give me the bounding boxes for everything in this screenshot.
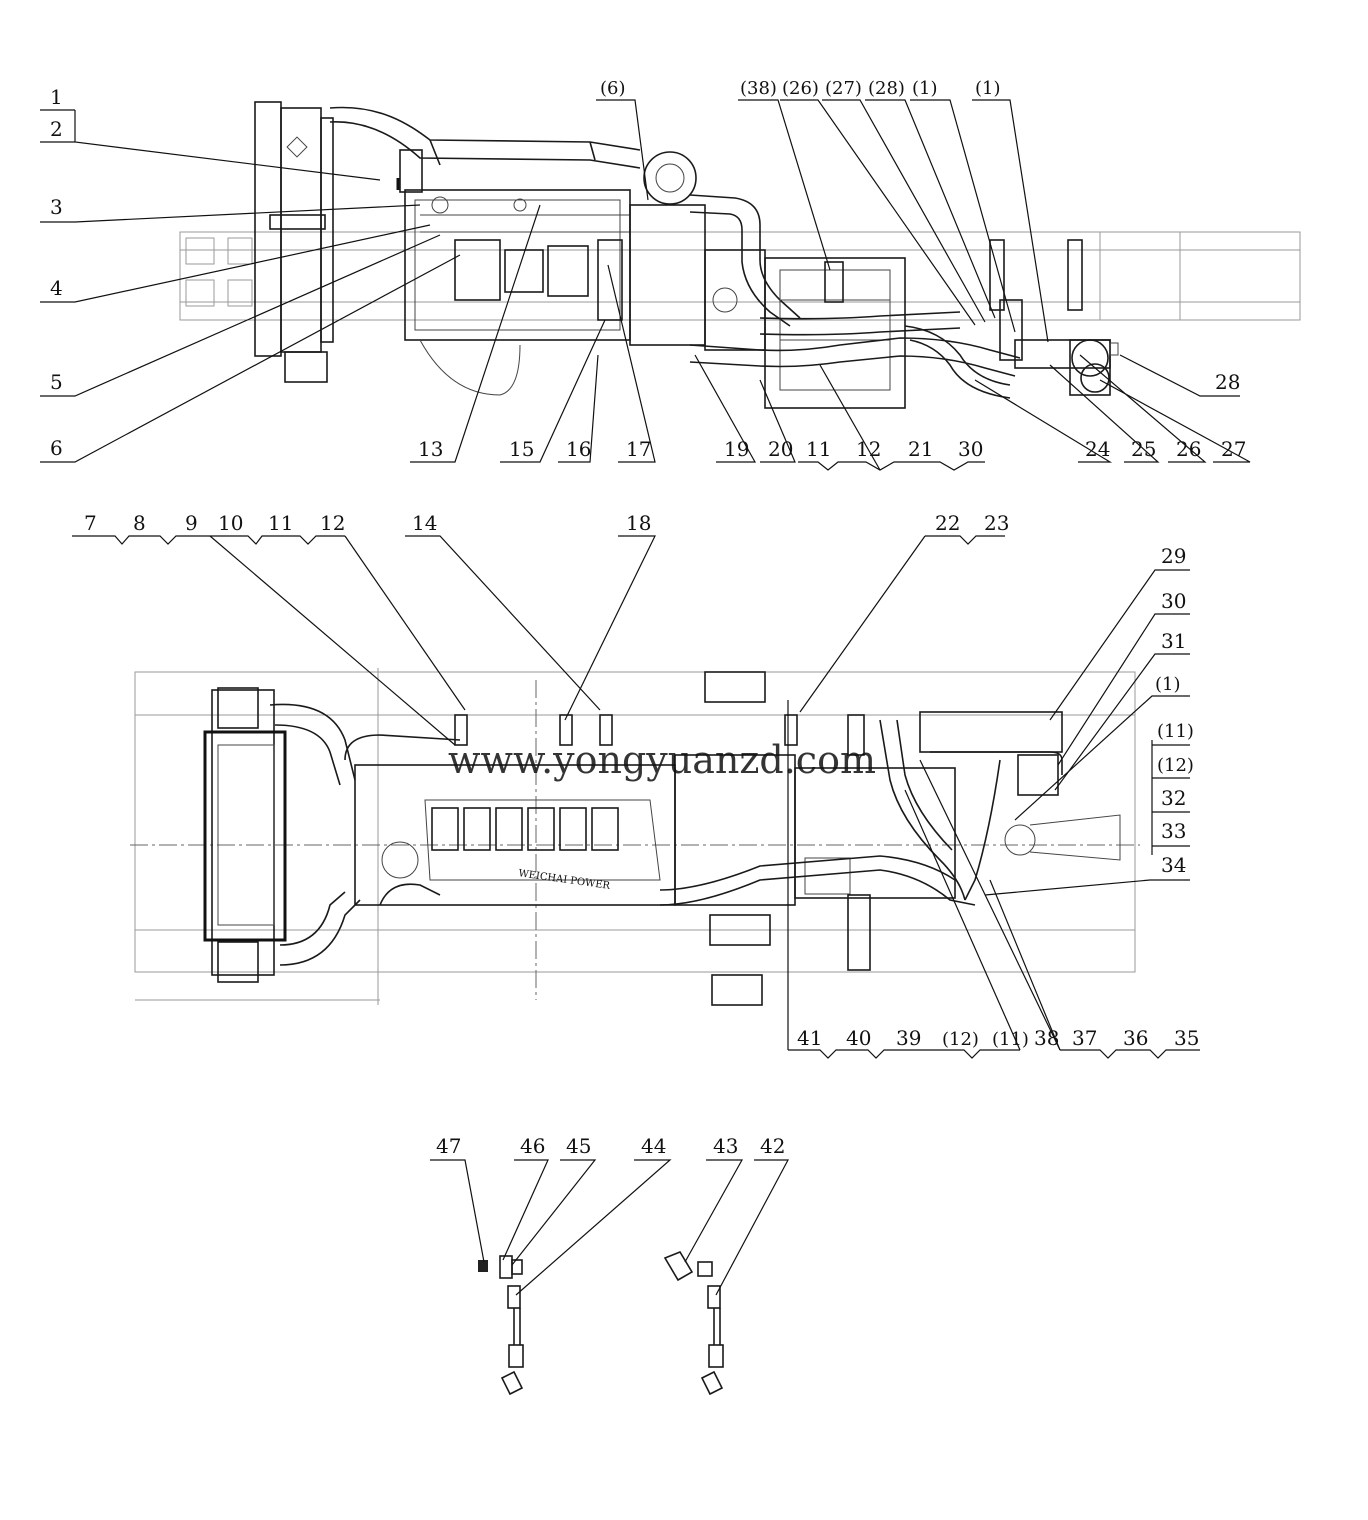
label-top-1b: (1) bbox=[972, 78, 1049, 343]
label-top-6: (6) bbox=[596, 78, 649, 201]
label-top-28: (28) bbox=[865, 78, 996, 319]
svg-text:37: 37 bbox=[1072, 1026, 1097, 1050]
side-exhaust bbox=[454, 711, 1063, 906]
side-gearbox bbox=[674, 671, 956, 1006]
svg-text:44: 44 bbox=[641, 1134, 666, 1158]
side-radiator bbox=[203, 687, 287, 983]
svg-text:(28): (28) bbox=[868, 78, 905, 99]
svg-text:19: 19 bbox=[724, 437, 749, 461]
svg-text:11: 11 bbox=[268, 511, 293, 535]
gearbox bbox=[629, 204, 906, 409]
top-view-labels: 1 2 3 4 5 6 (6) (38) bbox=[40, 78, 1251, 471]
label-5: 5 bbox=[40, 234, 441, 397]
svg-text:47: 47 bbox=[436, 1134, 461, 1158]
label-1: 1 bbox=[40, 85, 75, 111]
right-label-box: (11) (12) 32 33 34 bbox=[984, 721, 1194, 896]
svg-text:12: 12 bbox=[856, 437, 881, 461]
svg-text:(6): (6) bbox=[600, 78, 626, 99]
top-view-drawing bbox=[179, 101, 1301, 409]
svg-text:30: 30 bbox=[1161, 589, 1186, 613]
engine-body bbox=[396, 149, 631, 396]
chassis-side-frame bbox=[134, 668, 1136, 1005]
watermark: www.yongyuanzd.com bbox=[448, 738, 876, 782]
label-3: 3 bbox=[40, 195, 421, 223]
top-bottom-labels: 13 15 16 17 19 20 11 12 21 30 24 25 26 2… bbox=[410, 204, 1251, 471]
svg-text:40: 40 bbox=[846, 1026, 871, 1050]
svg-text:23: 23 bbox=[984, 511, 1009, 535]
side-driveshaft bbox=[1004, 814, 1121, 861]
side-air-ducts bbox=[269, 703, 461, 966]
svg-text:1: 1 bbox=[50, 85, 63, 109]
svg-text:4: 4 bbox=[50, 276, 63, 300]
side-engine: WEICHAI POWER bbox=[354, 764, 676, 906]
svg-text:18: 18 bbox=[626, 511, 651, 535]
svg-text:45: 45 bbox=[566, 1134, 591, 1158]
svg-text:16: 16 bbox=[566, 437, 591, 461]
detail-parts-drawing bbox=[478, 1251, 724, 1396]
svg-text:46: 46 bbox=[520, 1134, 545, 1158]
label-6: 6 bbox=[40, 254, 461, 463]
svg-text:30: 30 bbox=[958, 437, 983, 461]
svg-text:9: 9 bbox=[185, 511, 198, 535]
svg-text:(26): (26) bbox=[782, 78, 819, 99]
svg-text:29: 29 bbox=[1161, 544, 1186, 568]
label-28-right: 28 bbox=[1119, 354, 1240, 397]
svg-text:(11): (11) bbox=[992, 1029, 1029, 1050]
detail-hose-left bbox=[478, 1255, 524, 1396]
svg-text:36: 36 bbox=[1123, 1026, 1148, 1050]
detail-hose-right bbox=[663, 1251, 724, 1396]
svg-text:(1): (1) bbox=[975, 78, 1001, 99]
side-view-labels: 7 8 9 10 11 12 14 18 22 23 29 30 31 (1) bbox=[72, 511, 1200, 1059]
svg-text:31: 31 bbox=[1161, 629, 1186, 653]
svg-text:14: 14 bbox=[412, 511, 437, 535]
svg-text:6: 6 bbox=[50, 436, 63, 460]
svg-text:3: 3 bbox=[50, 195, 63, 219]
svg-text:(1): (1) bbox=[912, 78, 938, 99]
svg-text:(12): (12) bbox=[1157, 755, 1194, 776]
engine-brand-text: WEICHAI POWER bbox=[518, 868, 611, 892]
svg-text:(12): (12) bbox=[942, 1029, 979, 1050]
svg-text:33: 33 bbox=[1161, 819, 1186, 843]
label-top-1a: (1) bbox=[910, 78, 1016, 333]
svg-text:34: 34 bbox=[1161, 853, 1186, 877]
intake-pipe bbox=[329, 106, 801, 327]
svg-text:(38): (38) bbox=[740, 78, 777, 99]
svg-text:21: 21 bbox=[908, 437, 933, 461]
svg-text:15: 15 bbox=[509, 437, 534, 461]
svg-text:41: 41 bbox=[797, 1026, 822, 1050]
svg-text:5: 5 bbox=[50, 370, 63, 394]
label-top-38: (38) bbox=[738, 78, 831, 271]
detail-labels: 47 46 45 44 43 42 bbox=[430, 1134, 789, 1296]
label-2: 2 bbox=[40, 110, 381, 181]
svg-text:35: 35 bbox=[1174, 1026, 1199, 1050]
label-4: 4 bbox=[40, 224, 431, 303]
label-top-26: (26) bbox=[780, 78, 976, 326]
svg-text:10: 10 bbox=[218, 511, 243, 535]
svg-text:(11): (11) bbox=[1157, 721, 1194, 742]
svg-text:7: 7 bbox=[84, 511, 97, 535]
svg-text:17: 17 bbox=[626, 437, 651, 461]
radiator bbox=[254, 101, 334, 383]
mounting-brackets bbox=[989, 239, 1119, 396]
svg-text:12: 12 bbox=[320, 511, 345, 535]
svg-text:(1): (1) bbox=[1155, 674, 1181, 695]
svg-text:2: 2 bbox=[50, 117, 63, 141]
svg-text:43: 43 bbox=[713, 1134, 738, 1158]
svg-text:11: 11 bbox=[806, 437, 831, 461]
svg-text:32: 32 bbox=[1161, 786, 1186, 810]
exhaust-pipe bbox=[689, 311, 1021, 399]
svg-text:39: 39 bbox=[896, 1026, 921, 1050]
svg-text:42: 42 bbox=[760, 1134, 785, 1158]
label-top-27: (27) bbox=[822, 78, 986, 323]
svg-text:28: 28 bbox=[1215, 370, 1240, 394]
svg-text:8: 8 bbox=[133, 511, 146, 535]
svg-text:13: 13 bbox=[418, 437, 443, 461]
svg-text:22: 22 bbox=[935, 511, 960, 535]
svg-text:(27): (27) bbox=[825, 78, 862, 99]
side-view-drawing: WEICHAI POWER bbox=[130, 668, 1140, 1006]
